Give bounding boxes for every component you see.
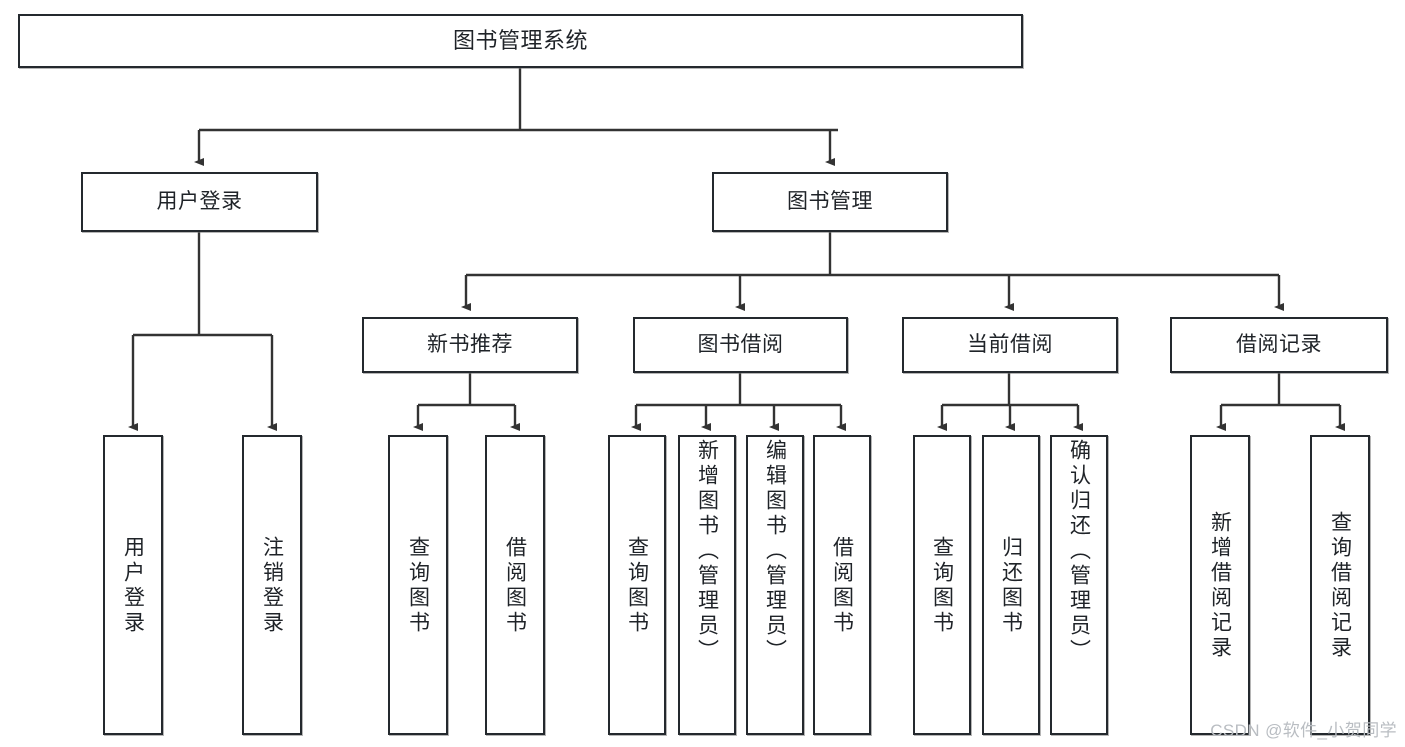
node-label: 借阅图书 <box>830 536 854 636</box>
node-new-book-recommend[interactable]: 新书推荐 <box>362 317 578 373</box>
node-label: 当前借阅 <box>967 332 1053 356</box>
node-label: 图书管理 <box>787 189 873 213</box>
leaf-new-book-query-book[interactable]: 查询图书 <box>388 435 448 735</box>
leaf-user-login-login[interactable]: 用户登录 <box>103 435 163 735</box>
node-label: 归还图书 <box>999 536 1023 636</box>
node-book-borrow[interactable]: 图书借阅 <box>633 317 848 373</box>
node-label: 图书借阅 <box>697 332 784 356</box>
node-root-book-management-system[interactable]: 图书管理系统 <box>18 14 1023 68</box>
node-label: 用户登录 <box>156 189 243 213</box>
leaf-user-login-logout[interactable]: 注销登录 <box>242 435 302 735</box>
leaf-current-borrow-return-book[interactable]: 归还图书 <box>982 435 1040 735</box>
node-label: 新增图书（管理员） <box>695 439 719 664</box>
node-book-management[interactable]: 图书管理 <box>712 172 948 232</box>
node-label: 用户登录 <box>121 536 145 636</box>
node-borrow-record[interactable]: 借阅记录 <box>1170 317 1388 373</box>
node-label: 图书管理系统 <box>452 28 588 54</box>
node-label: 借阅记录 <box>1236 332 1322 356</box>
leaf-book-borrow-add-book-admin[interactable]: 新增图书（管理员） <box>678 435 736 735</box>
leaf-book-borrow-edit-book-admin[interactable]: 编辑图书（管理员） <box>746 435 804 735</box>
leaf-book-borrow-query-book[interactable]: 查询图书 <box>608 435 666 735</box>
leaf-current-borrow-confirm-return-admin[interactable]: 确认归还（管理员） <box>1050 435 1108 735</box>
node-label: 新书推荐 <box>427 332 513 356</box>
node-label: 注销登录 <box>260 536 284 636</box>
leaf-new-book-borrow-book[interactable]: 借阅图书 <box>485 435 545 735</box>
node-label: 借阅图书 <box>503 536 527 636</box>
node-label: 查询借阅记录 <box>1328 511 1352 661</box>
leaf-book-borrow-borrow-book[interactable]: 借阅图书 <box>813 435 871 735</box>
node-label: 确认归还（管理员） <box>1067 439 1091 664</box>
node-label: 新增借阅记录 <box>1208 511 1232 661</box>
node-label: 查询图书 <box>625 536 649 636</box>
node-label: 编辑图书（管理员） <box>763 439 787 664</box>
leaf-borrow-record-query-record[interactable]: 查询借阅记录 <box>1310 435 1370 735</box>
node-label: 查询图书 <box>406 536 430 636</box>
leaf-current-borrow-query-book[interactable]: 查询图书 <box>913 435 971 735</box>
leaf-borrow-record-add-record[interactable]: 新增借阅记录 <box>1190 435 1250 735</box>
node-current-borrow[interactable]: 当前借阅 <box>902 317 1118 373</box>
node-user-login[interactable]: 用户登录 <box>81 172 318 232</box>
node-label: 查询图书 <box>930 536 954 636</box>
